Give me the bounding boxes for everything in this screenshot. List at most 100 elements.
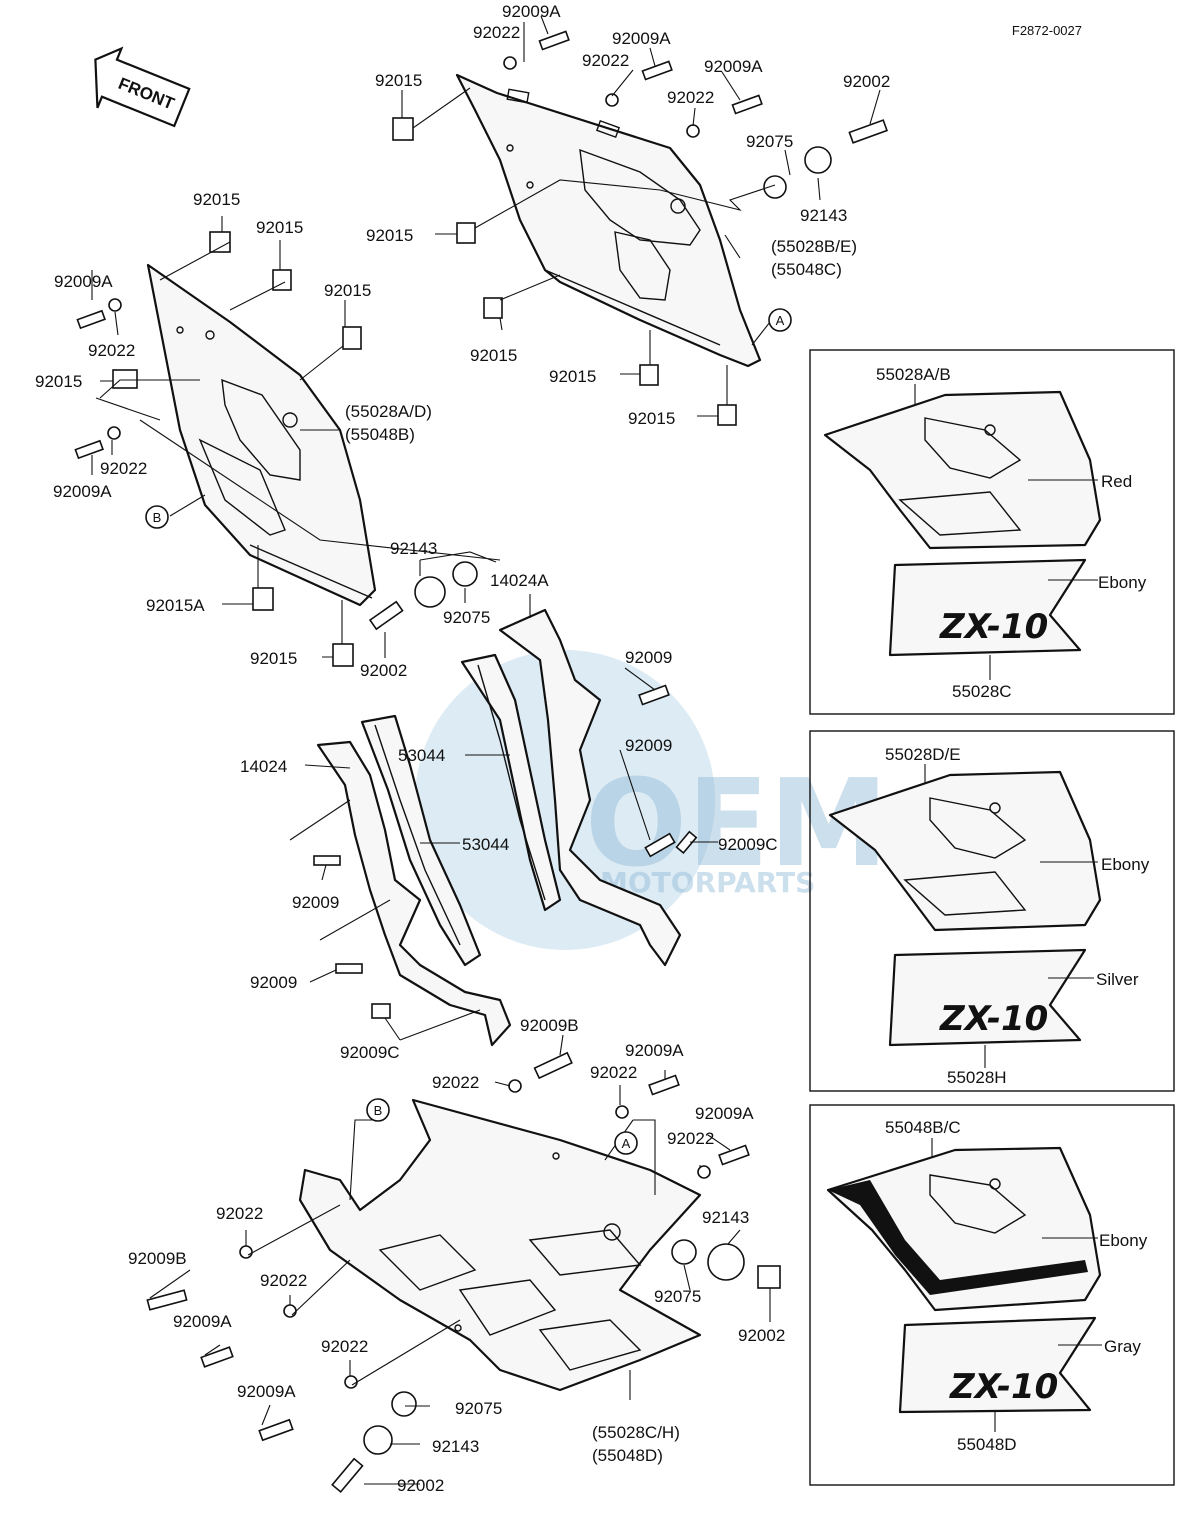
part-label: 14024A [490, 571, 549, 590]
variant-box-3: 55048B/C Ebony ZX-10 Gray 55048D [809, 1104, 1175, 1486]
callout-a-lower: A [614, 1131, 638, 1155]
decal-text: ZX-10 [949, 1367, 1058, 1407]
part-label: 92022 [216, 1204, 263, 1223]
grommet-icon [707, 1243, 745, 1281]
part-label: 92002 [738, 1326, 785, 1345]
bolt-icon [331, 1457, 364, 1494]
part-label: (55048B) [345, 425, 415, 444]
seal-53044-right [460, 653, 562, 912]
decal-text: ZX-10 [939, 607, 1048, 647]
part-label: 92009C [340, 1043, 400, 1062]
bolt-icon [74, 439, 104, 460]
clip-icon [342, 326, 362, 350]
washer-icon [108, 298, 122, 312]
bolt-icon [533, 1051, 573, 1080]
clip-icon [112, 369, 138, 389]
variant-color-label: Ebony [1098, 573, 1147, 592]
inner-panel-left [146, 263, 377, 607]
bolt-icon [371, 1003, 391, 1019]
bolt-icon [258, 1418, 294, 1442]
part-label: 92022 [432, 1073, 479, 1092]
front-arrow-icon [94, 46, 191, 128]
callout-b-left: B [145, 505, 169, 529]
part-label: 92022 [473, 23, 520, 42]
part-label: 92009B [520, 1016, 579, 1035]
part-label: 92075 [654, 1287, 701, 1306]
part-label: 92009A [54, 272, 113, 291]
variant-part-label: 55048B/C [885, 1118, 961, 1137]
washer-icon [503, 56, 517, 70]
part-labels: 92009A 92022 92009A 92022 92009A 92022 9… [35, 2, 890, 1495]
variant-box-1: 55028A/B Red ZX-10 Ebony 55028C [809, 349, 1175, 715]
variant-part-label: 55048D [957, 1435, 1017, 1454]
grommet-icon [671, 1239, 697, 1265]
bolt-icon [675, 830, 698, 855]
watermark-brand: OEM [585, 755, 888, 894]
bolt-icon [146, 1289, 188, 1311]
part-label: 92015 [366, 226, 413, 245]
part-label: (55048D) [592, 1446, 663, 1465]
part-label: 14024 [240, 757, 287, 776]
washer-icon [283, 1304, 297, 1318]
part-label: 92075 [443, 608, 490, 627]
clip-icon [483, 297, 503, 319]
part-label: 92075 [455, 1399, 502, 1418]
part-label: 92009 [625, 648, 672, 667]
part-label: 53044 [462, 835, 509, 854]
grommet-icon [763, 175, 787, 199]
variant-box-2: 55028D/E Ebony ZX-10 Silver 55028H [809, 730, 1175, 1092]
clip-icon [639, 364, 659, 386]
part-label: 92009 [625, 736, 672, 755]
clip-icon [332, 643, 354, 667]
callout-b-lower: B [366, 1098, 390, 1122]
part-label: 92015 [470, 346, 517, 365]
variant-color-label: Ebony [1099, 1231, 1148, 1250]
svg-text:A: A [622, 1136, 631, 1151]
callout-a-top: A [768, 308, 792, 332]
bolt-icon [644, 832, 676, 858]
variant-color-label: Ebony [1101, 855, 1150, 874]
part-label: 92002 [843, 72, 890, 91]
variant-color-label: Silver [1096, 970, 1139, 989]
washer-icon [344, 1375, 358, 1389]
part-label: 92143 [800, 206, 847, 225]
part-label: 92002 [360, 661, 407, 680]
part-label: 92015A [146, 596, 205, 615]
part-label: 92143 [432, 1437, 479, 1456]
part-label: (55048C) [771, 260, 842, 279]
part-label: 92015 [549, 367, 596, 386]
part-label: 92015 [193, 190, 240, 209]
bracket-14024 [316, 740, 512, 1047]
part-label: 92009A [695, 1104, 754, 1123]
variant-part-label: 55028A/B [876, 365, 951, 384]
washer-icon [686, 124, 700, 138]
part-label: 92009C [718, 835, 778, 854]
part-label: 92009B [128, 1249, 187, 1268]
hardware [74, 30, 888, 1494]
bolt-icon [757, 1265, 781, 1289]
bolt-icon [848, 119, 888, 144]
stripe-shape [828, 1180, 1088, 1295]
clip-icon [717, 404, 737, 426]
part-label: 92022 [321, 1337, 368, 1356]
variant-part-label: 55028D/E [885, 745, 961, 764]
washer-icon [508, 1079, 522, 1093]
clip-icon [392, 117, 414, 141]
part-label: 92009 [292, 893, 339, 912]
bolt-icon [641, 60, 673, 81]
inner-panel-right [455, 73, 762, 368]
under-cowl [298, 1098, 702, 1392]
part-label: 92009A [53, 482, 112, 501]
bracket-14024A [498, 608, 682, 967]
grommet-icon [391, 1391, 417, 1417]
bolt-icon [638, 684, 670, 706]
part-label: 92009 [250, 973, 297, 992]
bolt-icon [335, 963, 363, 974]
bolt-icon [731, 94, 763, 115]
svg-text:B: B [153, 510, 162, 525]
bolt-icon [538, 30, 570, 51]
variant-color-label: Gray [1104, 1337, 1141, 1356]
seal-53044-left [360, 714, 482, 967]
part-label: 92015 [628, 409, 675, 428]
bolt-icon [313, 855, 341, 866]
